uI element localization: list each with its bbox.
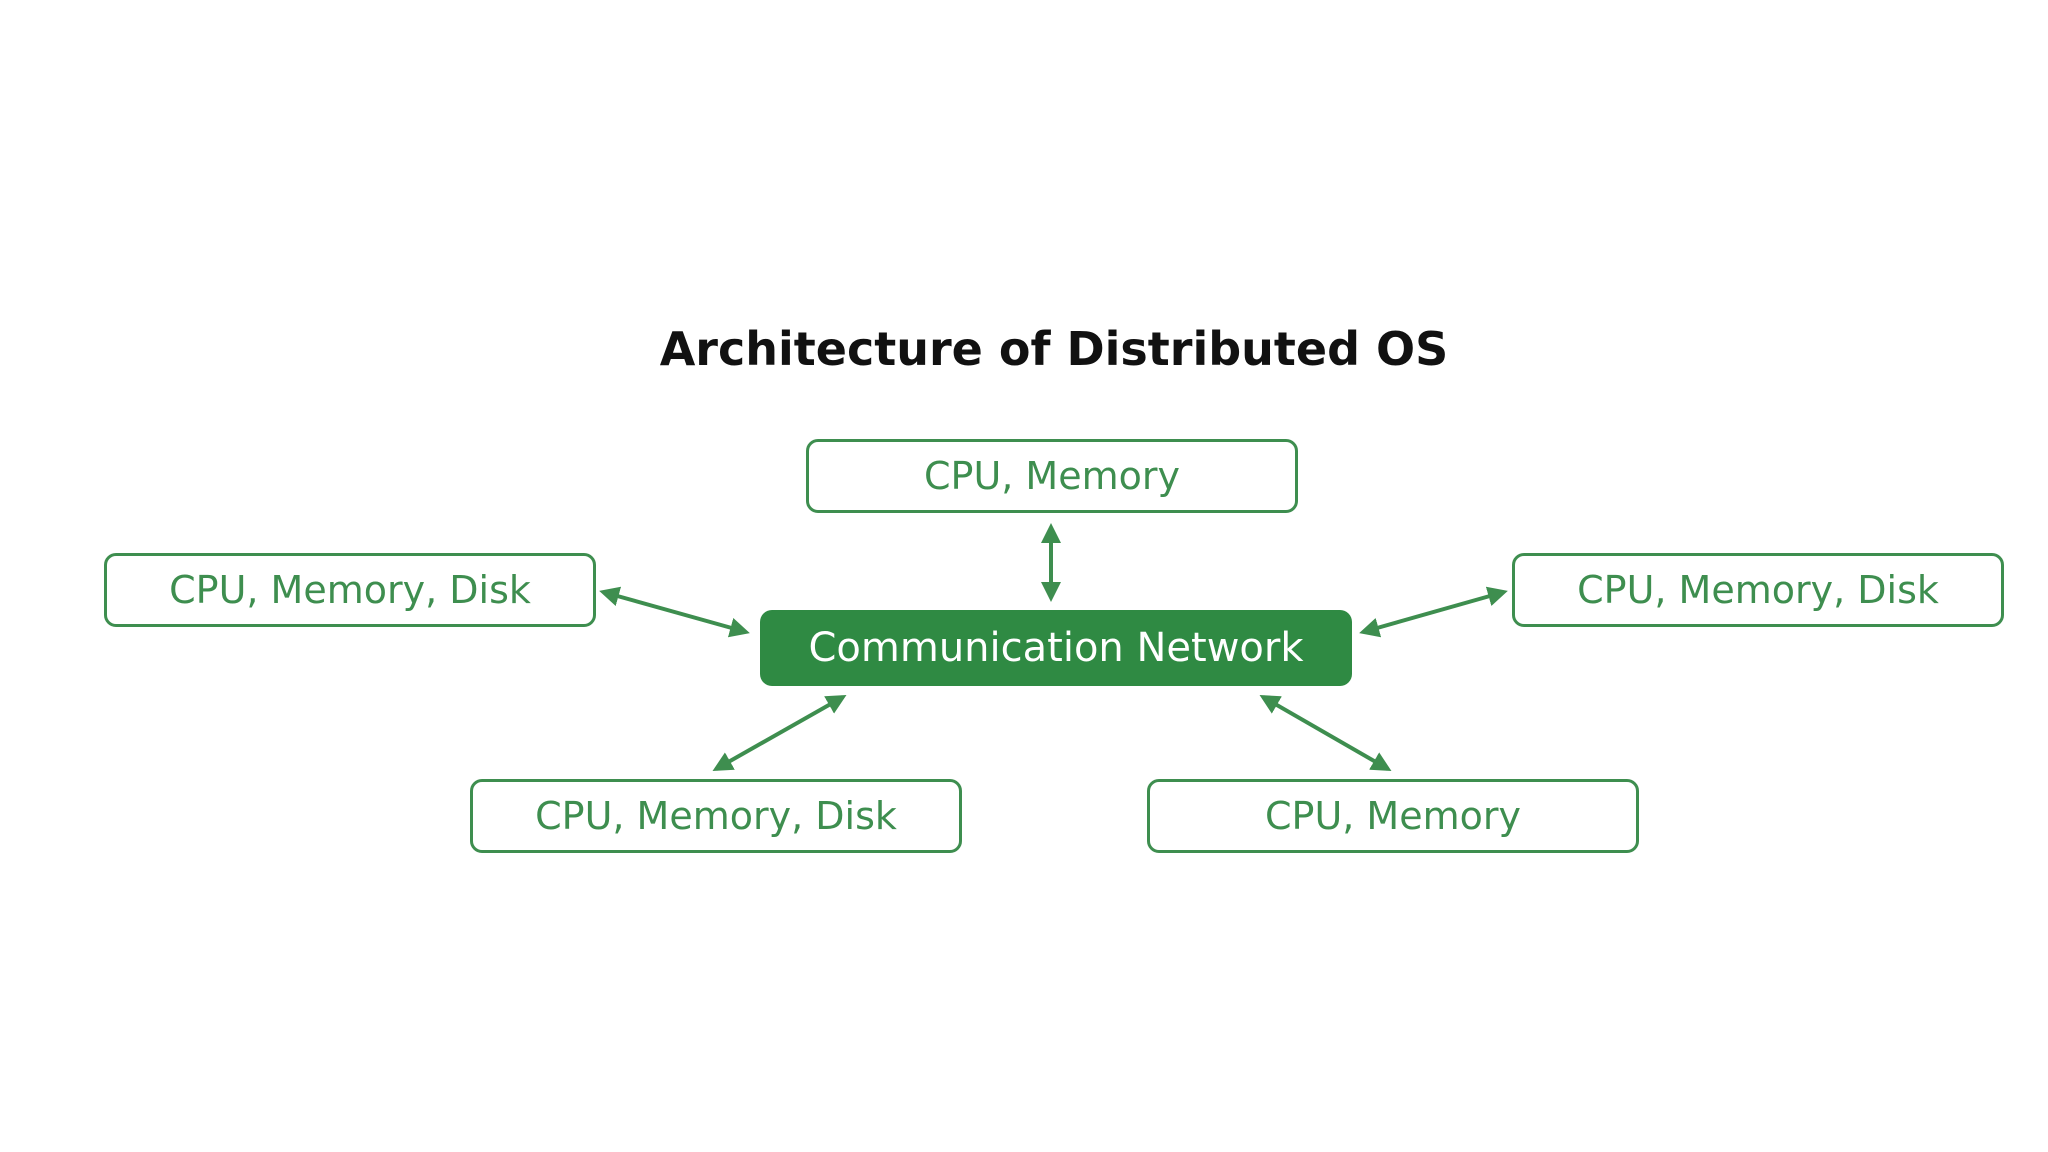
node-left-label: CPU, Memory, Disk (169, 568, 531, 612)
node-top: CPU, Memory (806, 439, 1298, 513)
hub-label: Communication Network (808, 625, 1304, 671)
node-bottom-right: CPU, Memory (1147, 779, 1639, 853)
node-right-label: CPU, Memory, Disk (1577, 568, 1939, 612)
diagram-title: Architecture of Distributed OS (659, 322, 1449, 376)
node-right: CPU, Memory, Disk (1512, 553, 2004, 627)
node-bottom-right-label: CPU, Memory (1265, 794, 1521, 838)
arrow-bottom-right-to-hub (1259, 695, 1392, 771)
arrow-right-to-hub (1359, 586, 1508, 638)
node-bottom-left: CPU, Memory, Disk (470, 779, 962, 853)
node-top-label: CPU, Memory (924, 454, 1180, 498)
arrow-left-to-hub (599, 586, 750, 638)
arrow-bottom-left-to-hub (712, 695, 847, 771)
node-left: CPU, Memory, Disk (104, 553, 596, 627)
node-bottom-left-label: CPU, Memory, Disk (535, 794, 897, 838)
communication-network-hub: Communication Network (760, 610, 1352, 686)
